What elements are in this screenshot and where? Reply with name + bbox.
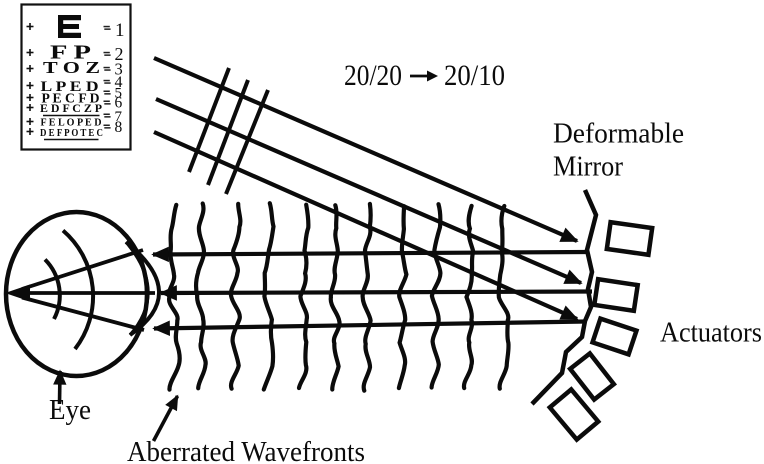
svg-text:Deformable: Deformable	[553, 118, 684, 150]
svg-text:3: 3	[115, 60, 123, 79]
svg-text:F E L O P E D: F E L O P E D	[41, 118, 102, 129]
svg-text:D E F P O T E C: D E F P O T E C	[40, 128, 103, 139]
svg-text:P E C F D: P E C F D	[42, 91, 100, 106]
svg-text:Aberrated Wavefronts: Aberrated Wavefronts	[127, 436, 365, 464]
svg-text:Actuators: Actuators	[660, 318, 762, 349]
svg-text:F P: F P	[50, 43, 91, 64]
svg-text:8: 8	[115, 119, 123, 136]
svg-text:7: 7	[115, 109, 123, 125]
svg-text:L P E D: L P E D	[41, 79, 99, 95]
svg-text:4: 4	[115, 74, 123, 91]
svg-text:20/20: 20/20	[344, 59, 402, 92]
svg-text:Mirror: Mirror	[553, 151, 623, 183]
svg-text:Eye: Eye	[49, 394, 91, 426]
svg-text:E D F C Z P: E D F C Z P	[40, 103, 102, 115]
svg-text:T O Z: T O Z	[43, 58, 100, 77]
svg-text:1: 1	[115, 20, 125, 41]
svg-text:2: 2	[115, 44, 124, 64]
svg-text:20/10: 20/10	[444, 59, 505, 92]
svg-text:6: 6	[115, 95, 123, 112]
svg-text:5: 5	[115, 86, 123, 102]
